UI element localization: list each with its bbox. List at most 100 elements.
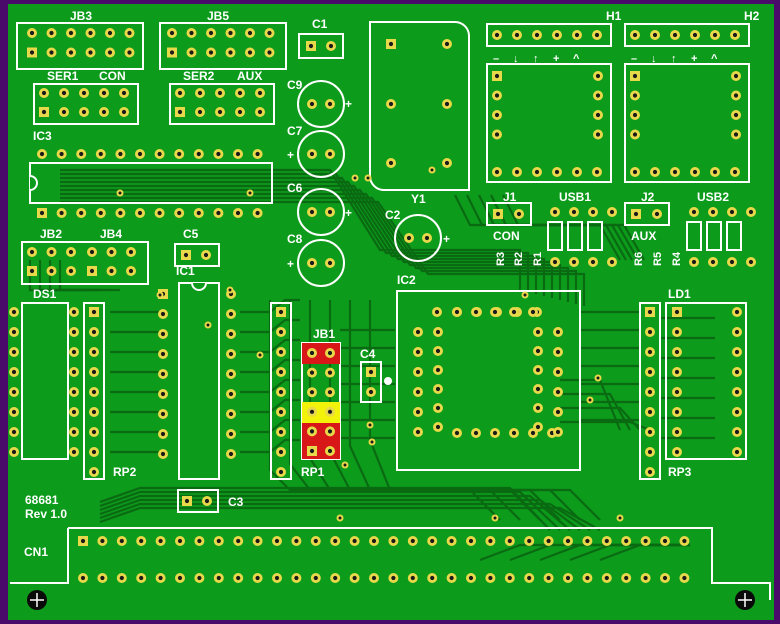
capacitor-c9-outline bbox=[297, 80, 345, 128]
polarity-c6: + bbox=[345, 206, 352, 220]
h1-symbol-1: – bbox=[493, 53, 499, 65]
drill-hole bbox=[492, 430, 498, 436]
drill-hole bbox=[309, 209, 315, 215]
drill-hole bbox=[732, 32, 738, 38]
trace bbox=[240, 418, 300, 434]
drill-hole bbox=[327, 448, 333, 454]
drill-hole bbox=[160, 331, 166, 337]
drill-hole bbox=[624, 538, 629, 544]
drill-hole bbox=[237, 90, 243, 96]
drill-hole bbox=[468, 538, 474, 544]
drill-hole bbox=[748, 259, 754, 265]
drill-hole bbox=[197, 538, 202, 544]
drill-hole bbox=[511, 309, 517, 315]
drill-hole bbox=[228, 431, 234, 437]
drill-hole bbox=[415, 409, 421, 415]
drill-hole bbox=[309, 370, 315, 375]
drill-hole bbox=[415, 429, 421, 435]
label-c9: C9 bbox=[287, 78, 303, 92]
drill-hole bbox=[91, 309, 97, 315]
h2-symbol-2: ↓ bbox=[651, 53, 657, 65]
drill-hole bbox=[692, 32, 698, 38]
resistor-pack-rp1 bbox=[276, 307, 286, 477]
rp3-outline bbox=[639, 302, 661, 480]
trace bbox=[502, 194, 645, 261]
drill-hole bbox=[590, 259, 596, 265]
label-h1: H1 bbox=[606, 9, 622, 23]
label-ic1: IC1 bbox=[176, 264, 195, 278]
drill-hole bbox=[647, 389, 653, 395]
drill-hole bbox=[368, 369, 374, 375]
drill-hole bbox=[406, 235, 412, 241]
drill-hole bbox=[555, 429, 561, 435]
capacitor-c8-outline bbox=[297, 239, 345, 287]
trace bbox=[240, 438, 300, 454]
ic2-socket bbox=[413, 307, 563, 438]
drill-hole bbox=[274, 575, 280, 581]
drill-hole bbox=[674, 449, 680, 455]
drill-hole bbox=[712, 32, 718, 38]
drill-hole bbox=[228, 371, 234, 377]
drill-hole bbox=[137, 151, 143, 157]
drill-hole bbox=[733, 93, 739, 98]
trace bbox=[560, 392, 631, 431]
drill-hole bbox=[674, 369, 680, 375]
drill-hole bbox=[733, 112, 739, 118]
label-c8: C8 bbox=[287, 232, 303, 246]
drill-hole bbox=[595, 93, 601, 98]
drill-hole bbox=[473, 309, 479, 315]
drill-hole bbox=[169, 30, 175, 36]
drill-hole bbox=[278, 309, 284, 315]
capacitor-c8 bbox=[297, 239, 345, 287]
drill-hole bbox=[672, 32, 678, 38]
jb3-outline bbox=[16, 22, 144, 70]
jb5-outline bbox=[159, 22, 287, 70]
drill-hole bbox=[435, 424, 441, 430]
drill-hole bbox=[494, 93, 500, 98]
drill-hole bbox=[647, 369, 653, 375]
drill-hole bbox=[197, 575, 202, 581]
mount-hole-left bbox=[27, 590, 47, 610]
drill-hole bbox=[594, 32, 600, 38]
drill-hole bbox=[88, 30, 93, 36]
drill-hole bbox=[732, 169, 738, 175]
drill-hole bbox=[468, 575, 474, 581]
drill-hole bbox=[184, 498, 190, 504]
drill-hole bbox=[177, 151, 182, 157]
drill-hole bbox=[632, 93, 638, 98]
drill-hole bbox=[177, 109, 183, 115]
drill-hole bbox=[535, 367, 541, 373]
drill-hole bbox=[647, 349, 653, 355]
drill-hole bbox=[535, 386, 541, 392]
drill-hole bbox=[609, 259, 615, 265]
drill-hole bbox=[68, 249, 74, 255]
label-revision: Rev 1.0 bbox=[25, 507, 67, 521]
drill-hole bbox=[530, 309, 536, 315]
drill-hole bbox=[98, 210, 103, 216]
drill-hole bbox=[235, 151, 241, 157]
drill-hole bbox=[308, 43, 314, 49]
ic1-notch bbox=[191, 282, 207, 291]
label-c4: C4 bbox=[360, 347, 376, 361]
capacitor-c1 bbox=[306, 41, 336, 51]
trace bbox=[60, 168, 522, 290]
connector-cn1 bbox=[78, 536, 690, 583]
label-r4: R4 bbox=[671, 251, 683, 266]
drill-hole bbox=[309, 429, 315, 434]
label-board-name: 68681 bbox=[25, 493, 59, 507]
header-jb4 bbox=[87, 247, 136, 276]
drill-hole bbox=[228, 351, 234, 357]
drill-hole bbox=[327, 390, 333, 395]
drill-hole bbox=[415, 389, 421, 395]
drill-hole bbox=[473, 430, 479, 436]
h2-symbol-5: ^ bbox=[711, 53, 718, 65]
drill-hole bbox=[177, 90, 183, 96]
resistor-pack-rp2 bbox=[89, 307, 99, 477]
drill-hole bbox=[107, 50, 113, 55]
drill-hole bbox=[682, 538, 687, 544]
drill-hole bbox=[370, 440, 374, 444]
capacitor-c4 bbox=[366, 367, 392, 397]
label-usb2: USB2 bbox=[697, 190, 729, 204]
drill-hole bbox=[59, 210, 64, 216]
polarity-c7: + bbox=[287, 148, 294, 162]
